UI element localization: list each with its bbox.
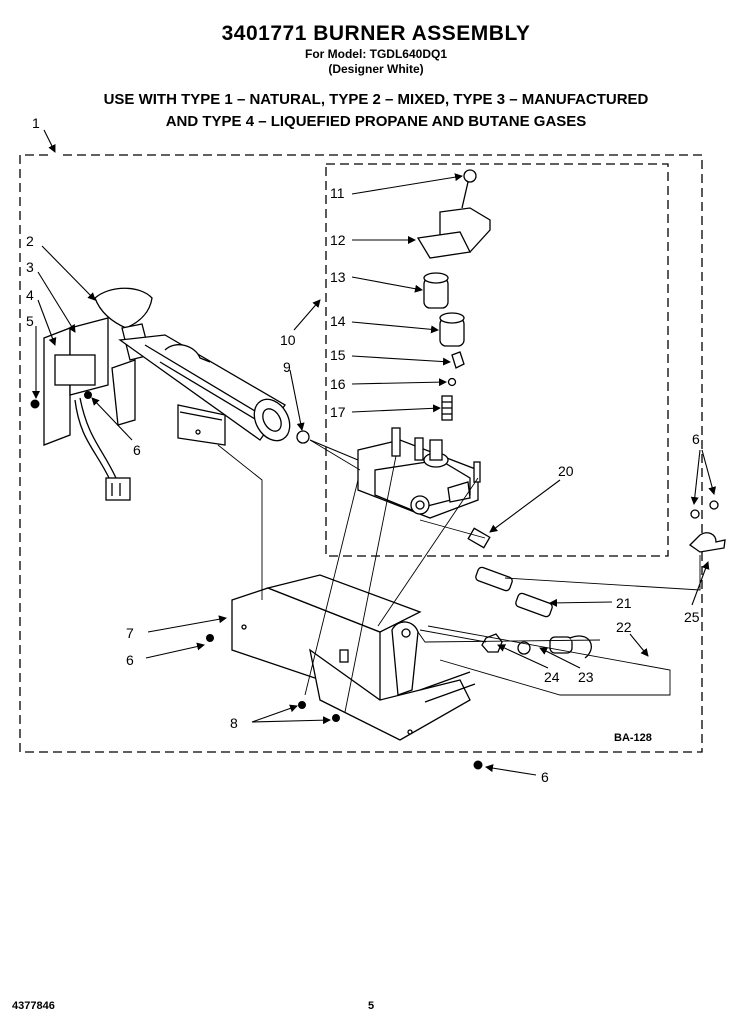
callout-6: 6 [133,442,141,458]
callout-2: 2 [26,233,34,249]
pipe-clamp [688,500,726,553]
callout-14: 14 [330,313,346,329]
callout-20: 20 [558,463,574,479]
callout-11: 11 [330,185,345,201]
burner-plate [177,404,226,446]
callout-21: 21 [616,595,632,611]
callout-15: 15 [330,347,346,363]
mounting-screws [206,634,483,770]
valve-subassembly-boundary [325,163,669,557]
callout-leaders [32,129,717,776]
page-title: 3401771 BURNER ASSEMBLY [221,22,531,45]
callout-6: 6 [692,431,700,447]
callout-labels: 1 2 3 4 5 6 7 6 8 9 10 11 12 13 14 15 16… [26,115,700,785]
orifice [296,430,359,461]
gas-type-note-line-1: USE WITH TYPE 1 – NATURAL, TYPE 2 – MIXE… [103,91,649,108]
callout-4: 4 [26,287,34,303]
callout-22: 22 [616,619,632,635]
callout-17: 17 [330,404,346,420]
callout-6: 6 [541,769,549,785]
diagram-reference-code: BA-128 [614,732,652,744]
gas-type-note-line-2: AND TYPE 4 – LIQUEFIED PROPANE AND BUTAN… [165,113,587,130]
page-number: 5 [368,1000,375,1012]
callout-9: 9 [283,359,291,375]
model-number: For Model: TGDL640DQ1 [304,47,447,61]
burner-tube [118,334,291,442]
callout-13: 13 [330,269,346,285]
assembly-boundary [19,154,703,753]
burner-base-bracket [231,574,476,741]
gas-valve-body [357,427,481,519]
inlet-fitting [467,527,491,549]
igniter-wire-harness [74,397,131,501]
callout-10: 10 [280,332,296,348]
callout-5: 5 [26,313,34,329]
callout-3: 3 [26,259,34,275]
callout-6: 6 [126,652,134,668]
document-number: 4377846 [12,1000,55,1012]
callout-12: 12 [330,232,346,248]
callout-7: 7 [126,625,134,641]
igniter-bracket [43,317,136,446]
assembly-lines [217,439,701,713]
callout-8: 8 [230,715,238,731]
gas-pipe [475,566,553,618]
callout-16: 16 [330,376,346,392]
screw-left [30,391,92,409]
callout-23: 23 [578,669,594,685]
callout-1: 1 [32,115,40,131]
callout-25: 25 [684,609,700,625]
model-variant: (Designer White) [328,62,424,76]
callout-24: 24 [544,669,560,685]
valve-coil-stack [416,169,491,421]
